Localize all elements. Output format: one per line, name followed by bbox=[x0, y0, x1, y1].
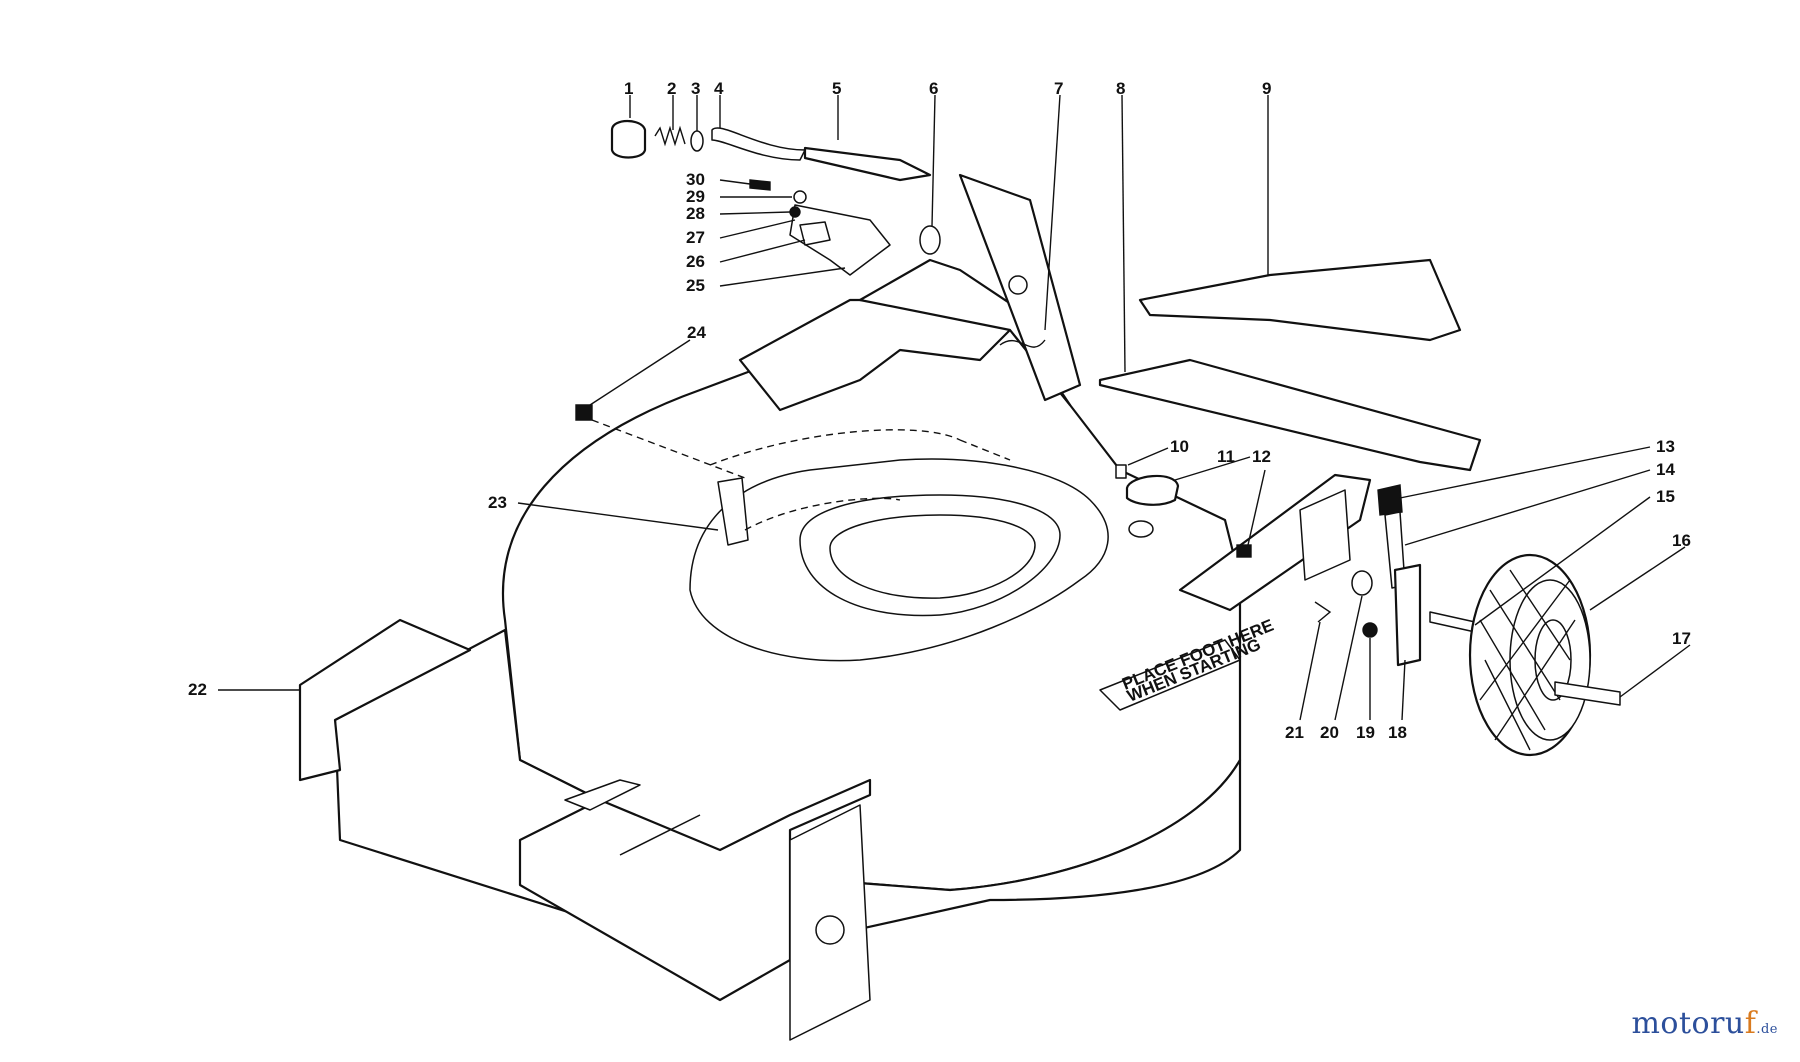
callout-7: 7 bbox=[1054, 79, 1063, 98]
callout-2: 2 bbox=[667, 79, 676, 98]
part-11-seal bbox=[1128, 520, 1154, 538]
part-7-clip bbox=[999, 339, 1046, 348]
callout-26: 26 bbox=[686, 252, 705, 271]
callout-1: 1 bbox=[624, 79, 633, 98]
callout-6: 6 bbox=[929, 79, 938, 98]
watermark-accent: f bbox=[1744, 1006, 1757, 1041]
part-9-grass-shield bbox=[1138, 258, 1462, 342]
callout-23: 23 bbox=[488, 493, 507, 512]
part-26-plate bbox=[799, 221, 831, 246]
part-22-bumper bbox=[298, 618, 472, 782]
rear-bracket bbox=[1299, 489, 1351, 581]
callout-14: 14 bbox=[1656, 460, 1675, 479]
part-12-nut bbox=[1236, 544, 1252, 558]
leader-lines bbox=[218, 94, 1691, 721]
bracket-ridge bbox=[619, 814, 701, 856]
part-18-bracket bbox=[1393, 563, 1422, 667]
engine-mount-ring-inner bbox=[829, 514, 1036, 599]
part-20-washer bbox=[1351, 570, 1373, 596]
callout-5: 5 bbox=[832, 79, 841, 98]
part-16-wheel bbox=[1468, 553, 1592, 757]
callout-3: 3 bbox=[691, 79, 700, 98]
callout-12: 12 bbox=[1252, 447, 1271, 466]
callout-28: 28 bbox=[686, 204, 705, 223]
part-30-screw bbox=[749, 179, 771, 191]
callout-numbers: 1 2 3 4 5 6 7 8 9 10 11 12 13 14 15 16 1… bbox=[188, 79, 1691, 742]
callout-9: 9 bbox=[1262, 79, 1271, 98]
callout-24: 24 bbox=[687, 323, 706, 342]
part-4-rod bbox=[711, 127, 806, 161]
callout-10: 10 bbox=[1170, 437, 1189, 456]
assembly-line-23b bbox=[744, 497, 901, 531]
callout-30: 30 bbox=[686, 170, 705, 189]
part-19-nut bbox=[1362, 622, 1378, 638]
assembly-line-24 bbox=[591, 419, 746, 479]
callout-15: 15 bbox=[1656, 487, 1675, 506]
callout-29: 29 bbox=[686, 187, 705, 206]
part-15-bolt bbox=[1429, 611, 1476, 633]
assembly-line-mid bbox=[959, 439, 1011, 461]
part-13-knob bbox=[1377, 484, 1403, 516]
watermark-suffix: .de bbox=[1756, 1022, 1778, 1037]
part-3-washer bbox=[690, 130, 704, 152]
part-17-axle-bolt bbox=[1554, 681, 1621, 706]
part-24-screw bbox=[575, 404, 593, 421]
callout-16: 16 bbox=[1672, 531, 1691, 550]
part-11-cap bbox=[1125, 474, 1180, 506]
callout-21: 21 bbox=[1285, 723, 1304, 742]
part-28-nut bbox=[789, 206, 801, 218]
part-2-spring bbox=[654, 125, 686, 147]
front-axle-hole bbox=[815, 915, 845, 945]
mower-deck: PLACE FOOT HERE WHEN STARTING bbox=[333, 258, 1372, 1041]
front-axle-bracket bbox=[518, 778, 872, 1002]
part-7-grommet bbox=[1008, 275, 1028, 295]
assembly-line-23 bbox=[709, 429, 961, 466]
part-8-deflector-plate bbox=[1098, 358, 1482, 472]
watermark-main: motoru bbox=[1631, 1006, 1745, 1041]
callout-27: 27 bbox=[686, 228, 705, 247]
callout-25: 25 bbox=[686, 276, 705, 295]
callout-20: 20 bbox=[1320, 723, 1339, 742]
callout-17: 17 bbox=[1672, 629, 1691, 648]
bracket-slot bbox=[564, 779, 641, 811]
watermark-logo: motoruf.de bbox=[1631, 1006, 1778, 1041]
part-6-bushing bbox=[919, 225, 941, 255]
part-21-clip bbox=[1314, 601, 1332, 623]
part-10-screw bbox=[1115, 464, 1127, 479]
callout-4: 4 bbox=[714, 79, 724, 98]
callout-11: 11 bbox=[1217, 447, 1235, 466]
part-1-knob bbox=[610, 119, 647, 159]
callout-22: 22 bbox=[188, 680, 207, 699]
callout-18: 18 bbox=[1388, 723, 1407, 742]
callout-8: 8 bbox=[1116, 79, 1125, 98]
callout-13: 13 bbox=[1656, 437, 1675, 456]
callout-19: 19 bbox=[1356, 723, 1375, 742]
part-5-lever bbox=[803, 146, 932, 182]
part-29-washer bbox=[793, 190, 807, 204]
part-23-plate bbox=[717, 477, 749, 546]
